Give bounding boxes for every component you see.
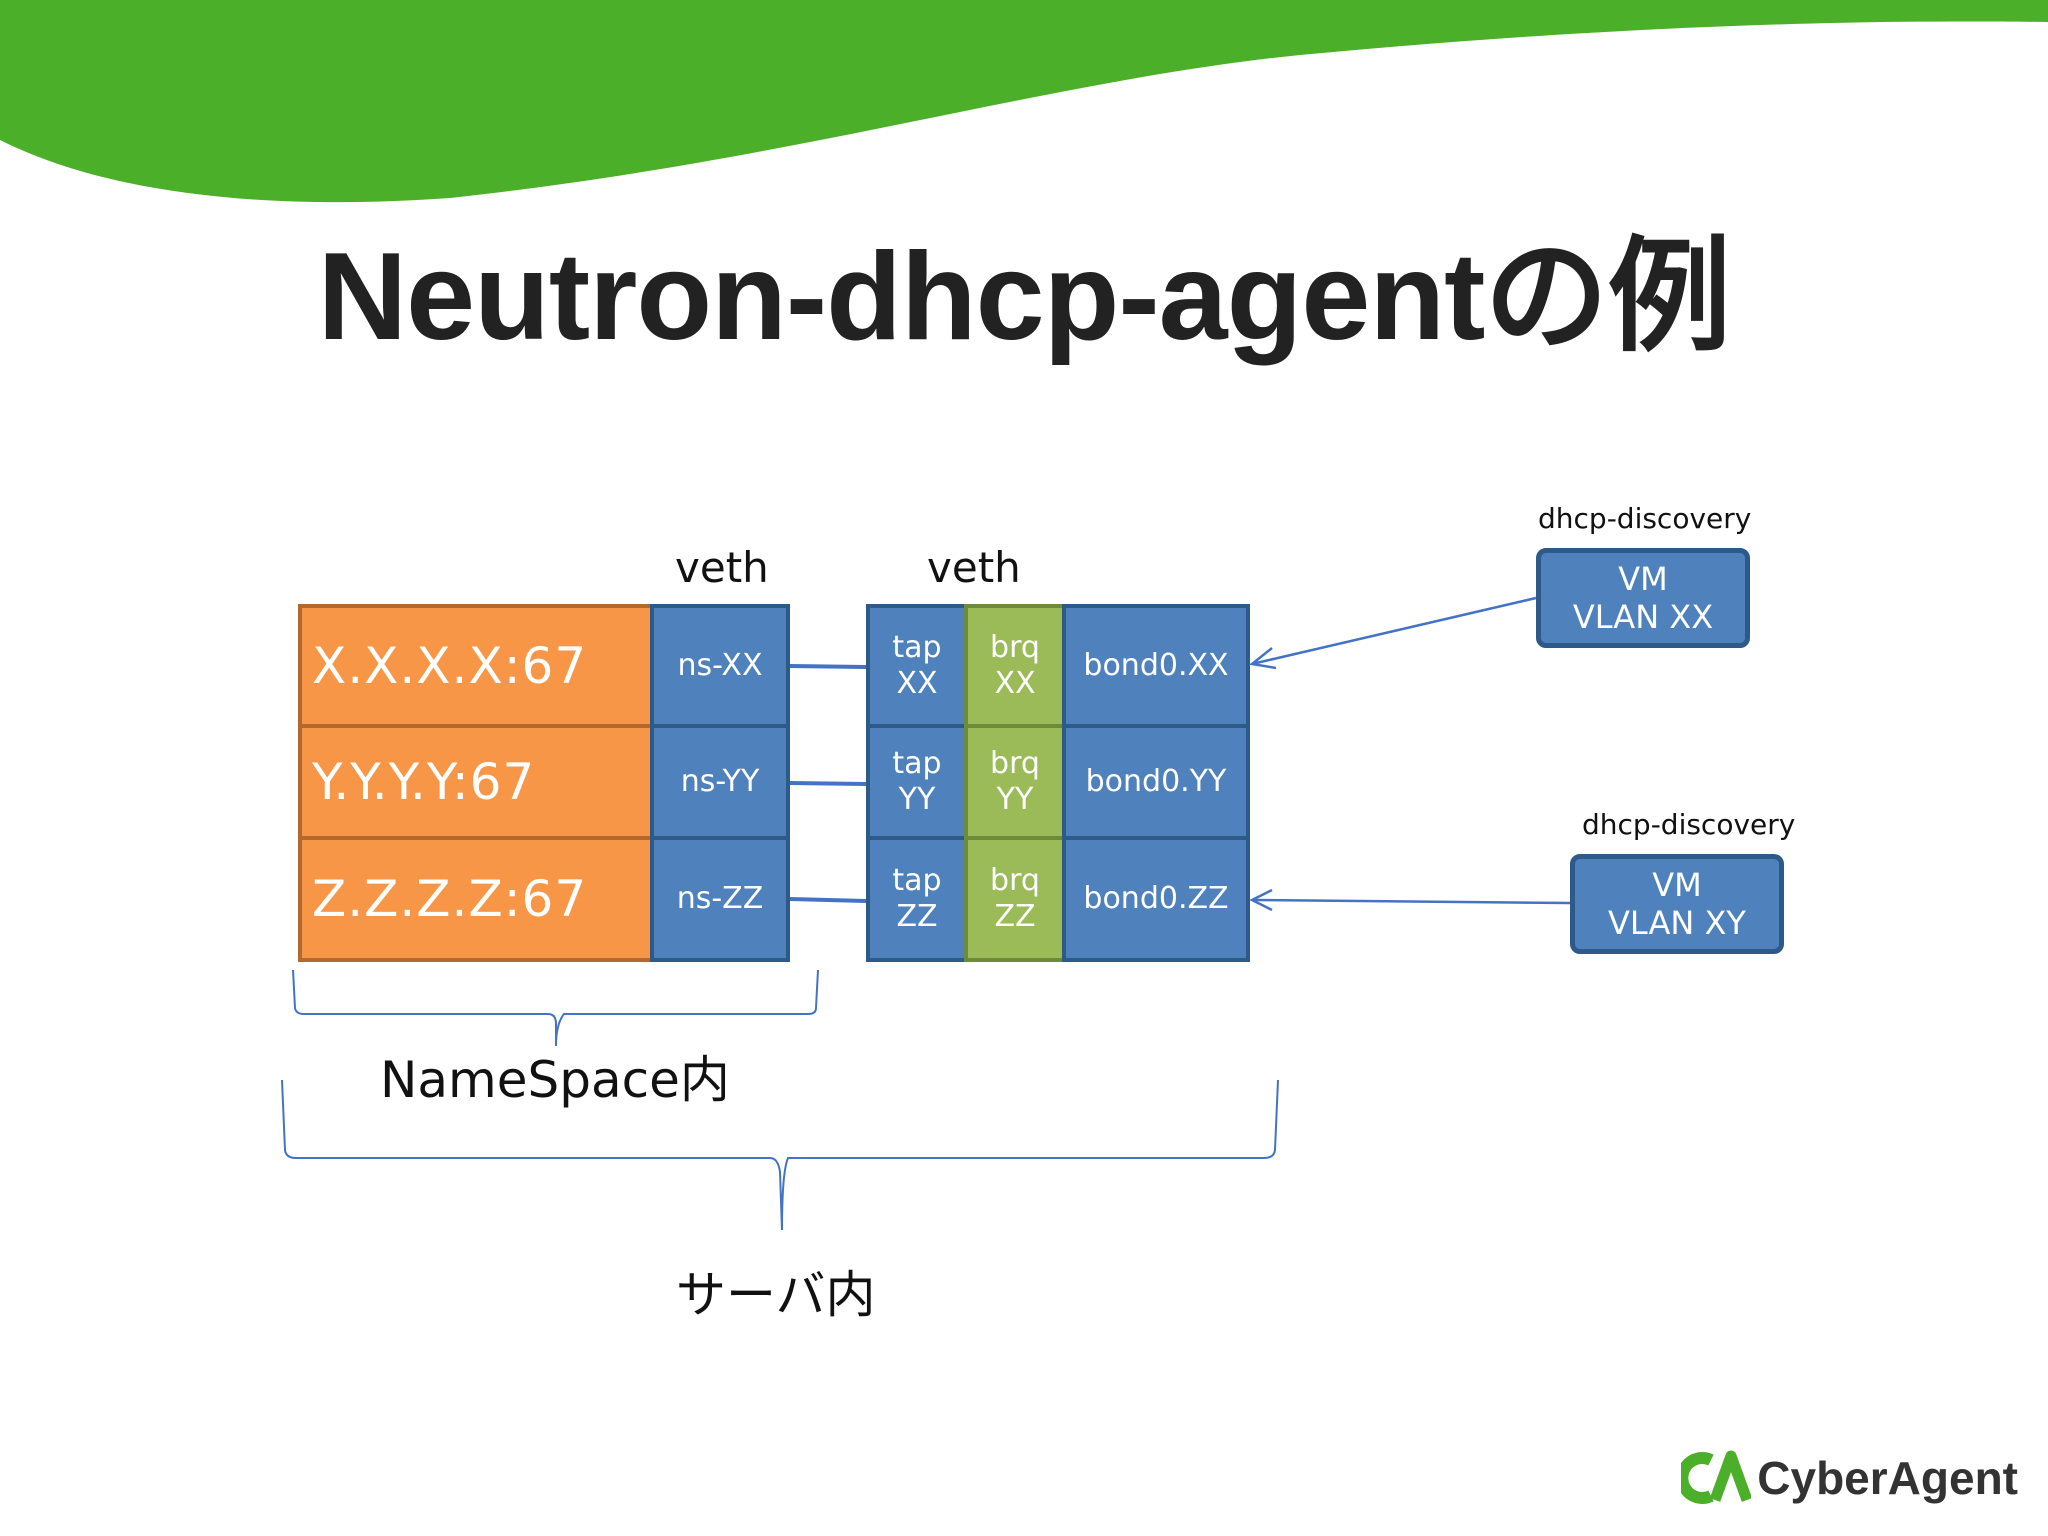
namespace-ip-x: X.X.X.X:67 — [298, 604, 654, 728]
bond-iface-yy: bond0.YY — [1062, 724, 1250, 840]
page-title: Neutron-dhcp-agentの例 — [317, 228, 1732, 366]
ns-iface-yy: ns-YY — [650, 724, 790, 840]
brq-label: brq — [990, 746, 1040, 781]
vm-vlan-label: VLAN XY — [1608, 904, 1746, 942]
namespace-ip-y: Y.Y.Y.Y:67 — [298, 724, 654, 840]
namespace-brace — [292, 969, 819, 1047]
logo-text: CyberAgent — [1757, 1452, 2018, 1504]
cyberagent-mark-icon — [1681, 1450, 1752, 1504]
vm-vlan-xx: VM VLAN XX — [1536, 548, 1750, 648]
tap-suffix: ZZ — [896, 899, 938, 934]
server-label: サーバ内 — [676, 1266, 876, 1324]
brq-suffix: YY — [996, 782, 1034, 817]
veth-link-zz — [789, 897, 867, 903]
tap-label: tap — [892, 746, 942, 781]
brq-bridge-xx: brq XX — [964, 604, 1066, 728]
namespace-label: NameSpace内 — [380, 1051, 730, 1109]
vm-label: VM — [1652, 866, 1702, 904]
tap-suffix: XX — [896, 666, 938, 701]
tap-suffix: YY — [898, 782, 936, 817]
header-banner — [0, 0, 2048, 203]
arrow-vm-xx-to-bond — [1251, 596, 1537, 666]
vm-vlan-xy: VM VLAN XY — [1570, 854, 1784, 954]
tap-iface-yy: tap YY — [866, 724, 968, 840]
tap-iface-xx: tap XX — [866, 604, 968, 728]
vm-vlan-label: VLAN XX — [1572, 598, 1714, 636]
veth-link-yy — [789, 781, 867, 786]
tap-label: tap — [892, 863, 942, 898]
dhcp-discovery-label-bottom: dhcp-discovery — [1582, 808, 1796, 841]
brq-suffix: XX — [994, 666, 1036, 701]
brq-label: brq — [990, 630, 1040, 665]
brq-label: brq — [990, 863, 1040, 898]
arrow-head-xx — [1249, 647, 1277, 670]
arrow-vm-xy-to-bond — [1251, 898, 1571, 905]
veth-label-left: veth — [675, 543, 769, 592]
bond-iface-xx: bond0.XX — [1062, 604, 1250, 728]
arrow-head-xy — [1249, 888, 1273, 912]
namespace-ip-z: Z.Z.Z.Z:67 — [298, 836, 654, 962]
tap-label: tap — [892, 630, 942, 665]
brq-bridge-zz: brq ZZ — [964, 836, 1066, 962]
veth-link-xx — [789, 664, 867, 669]
dhcp-discovery-label-top: dhcp-discovery — [1538, 502, 1752, 535]
bond-iface-zz: bond0.ZZ — [1062, 836, 1250, 962]
cyberagent-logo: CyberAgent — [1681, 1450, 2018, 1506]
veth-label-right: veth — [927, 543, 1021, 592]
ns-iface-zz: ns-ZZ — [650, 836, 790, 962]
ns-iface-xx: ns-XX — [650, 604, 790, 728]
brq-suffix: ZZ — [994, 899, 1036, 934]
brq-bridge-yy: brq YY — [964, 724, 1066, 840]
tap-iface-zz: tap ZZ — [866, 836, 968, 962]
vm-label: VM — [1618, 560, 1668, 598]
